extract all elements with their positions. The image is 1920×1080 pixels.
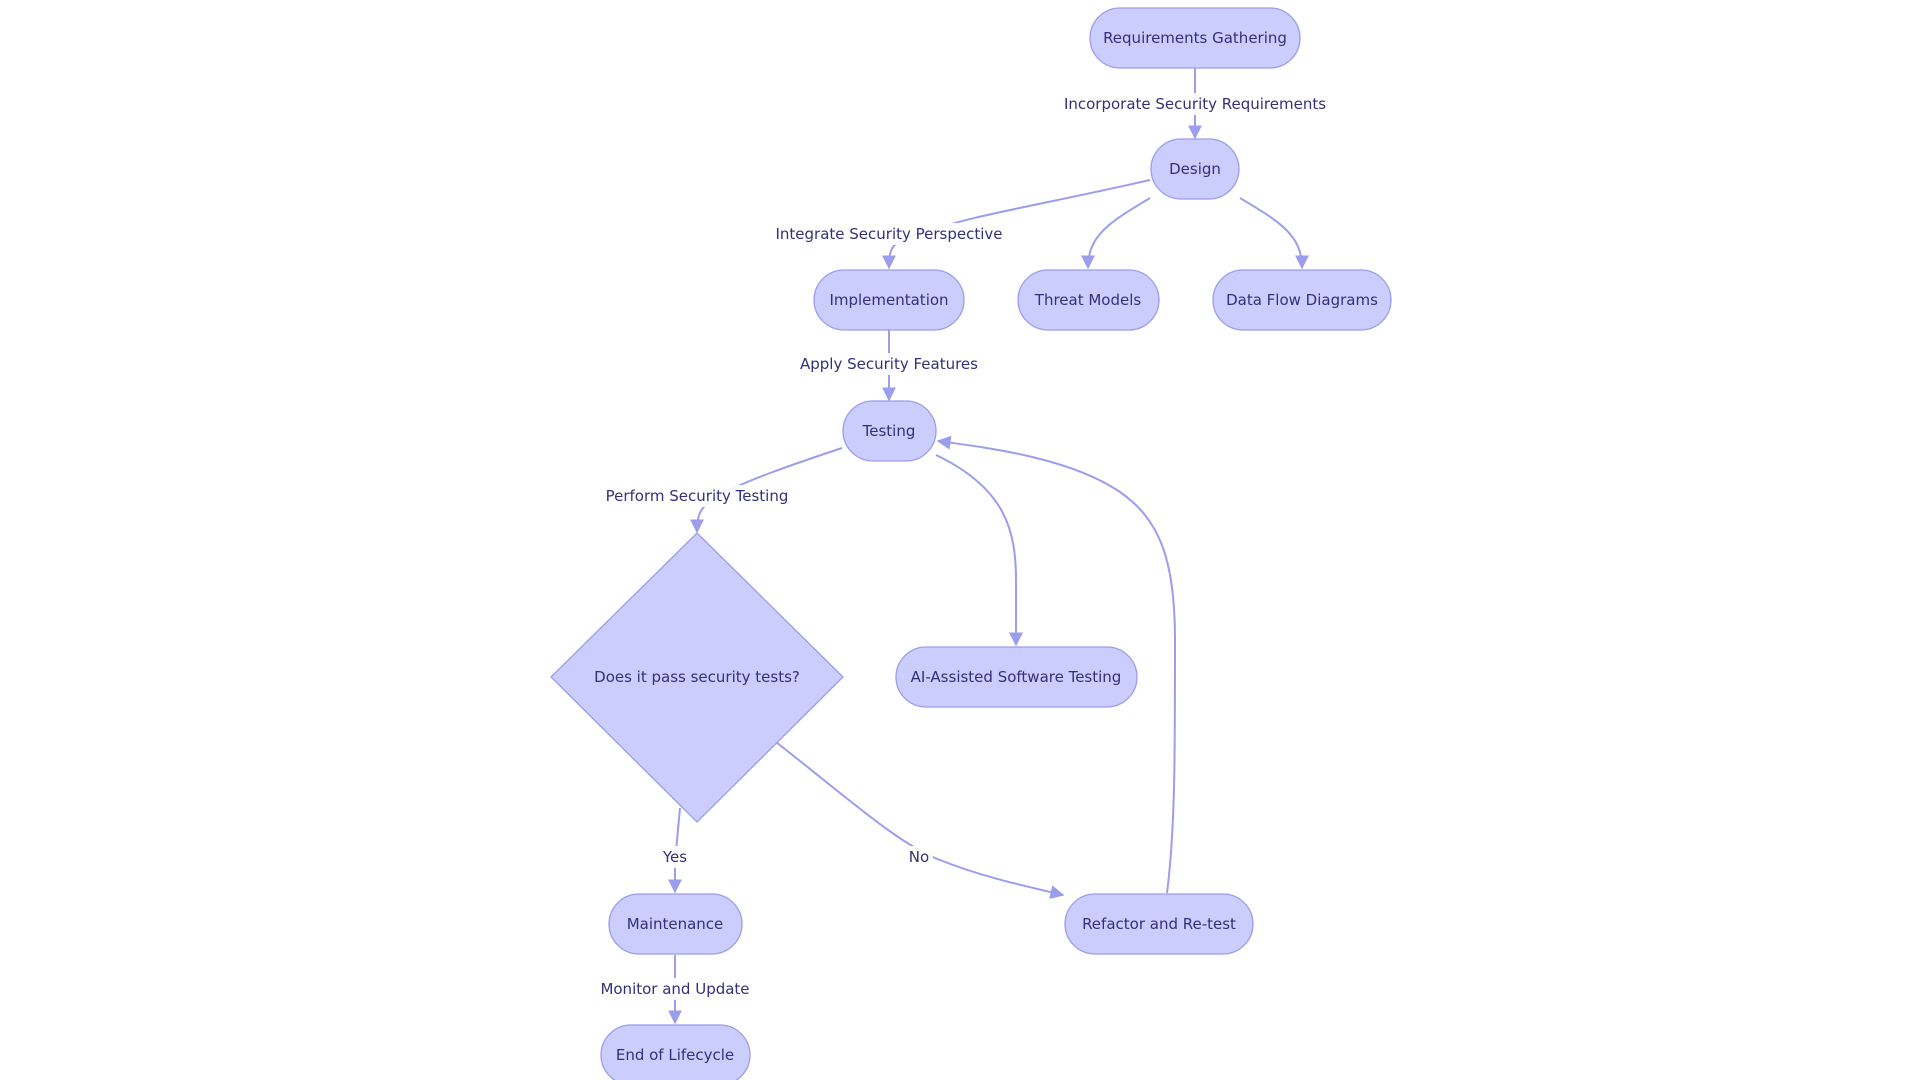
node-threat-models-label: Threat Models — [1034, 291, 1142, 309]
edge-label-req-to-design-text: Incorporate Security Requirements — [1064, 95, 1326, 113]
nodes: Requirements Gathering Design Implementa… — [550, 7, 1392, 1080]
edge-design-to-threat-models — [1081, 197, 1151, 270]
edge-design-to-data-flow-diagrams — [1239, 197, 1309, 270]
node-refactor-retest[interactable]: Refactor and Re-test — [1064, 893, 1254, 955]
node-maintenance[interactable]: Maintenance — [608, 893, 743, 955]
node-design-label: Design — [1169, 160, 1221, 178]
edge-testing-to-ai-assisted-testing — [935, 454, 1023, 647]
node-decision-label: Does it pass security tests? — [594, 668, 800, 686]
edge-label-maint-to-end-text: Monitor and Update — [600, 980, 749, 998]
edges — [668, 68, 1309, 1025]
edge-label-impl-to-testing-text: Apply Security Features — [800, 355, 978, 373]
edge-label-yes-text: Yes — [662, 848, 687, 866]
node-testing[interactable]: Testing — [842, 400, 937, 462]
edge-label-design-to-impl-text: Integrate Security Perspective — [775, 225, 1002, 243]
node-implementation[interactable]: Implementation — [813, 269, 965, 331]
node-maintenance-label: Maintenance — [627, 915, 724, 933]
edge-label-no-text: No — [909, 848, 929, 866]
node-refactor-retest-label: Refactor and Re-test — [1082, 915, 1236, 933]
node-requirements-gathering-label: Requirements Gathering — [1103, 29, 1287, 47]
node-design[interactable]: Design — [1150, 138, 1240, 200]
edge-label-impl-to-testing: Apply Security Features — [800, 353, 978, 375]
edge-label-testing-to-decision-text: Perform Security Testing — [606, 487, 789, 505]
node-end-of-lifecycle[interactable]: End of Lifecycle — [600, 1024, 751, 1080]
node-testing-label: Testing — [862, 422, 916, 440]
edge-label-testing-to-decision: Perform Security Testing — [606, 485, 789, 507]
edge-label-no: No — [905, 846, 933, 868]
node-implementation-label: Implementation — [829, 291, 948, 309]
edge-labels: Incorporate Security Requirements Integr… — [600, 93, 1326, 1000]
node-decision[interactable]: Does it pass security tests? — [550, 532, 844, 823]
edge-label-yes: Yes — [659, 846, 691, 868]
node-data-flow-diagrams[interactable]: Data Flow Diagrams — [1212, 269, 1392, 331]
edge-label-maint-to-end: Monitor and Update — [600, 978, 750, 1000]
node-threat-models[interactable]: Threat Models — [1017, 269, 1160, 331]
node-ai-assisted-testing-label: AI-Assisted Software Testing — [911, 668, 1122, 686]
edge-label-req-to-design: Incorporate Security Requirements — [1064, 93, 1326, 115]
edge-label-design-to-impl: Integrate Security Perspective — [775, 223, 1003, 245]
edge-refactor-to-testing — [936, 435, 1177, 894]
edge-decision-to-refactor — [775, 741, 1065, 899]
node-data-flow-diagrams-label: Data Flow Diagrams — [1226, 291, 1378, 309]
node-ai-assisted-testing[interactable]: AI-Assisted Software Testing — [895, 646, 1138, 708]
node-requirements-gathering[interactable]: Requirements Gathering — [1089, 7, 1301, 69]
node-end-of-lifecycle-label: End of Lifecycle — [616, 1046, 734, 1064]
